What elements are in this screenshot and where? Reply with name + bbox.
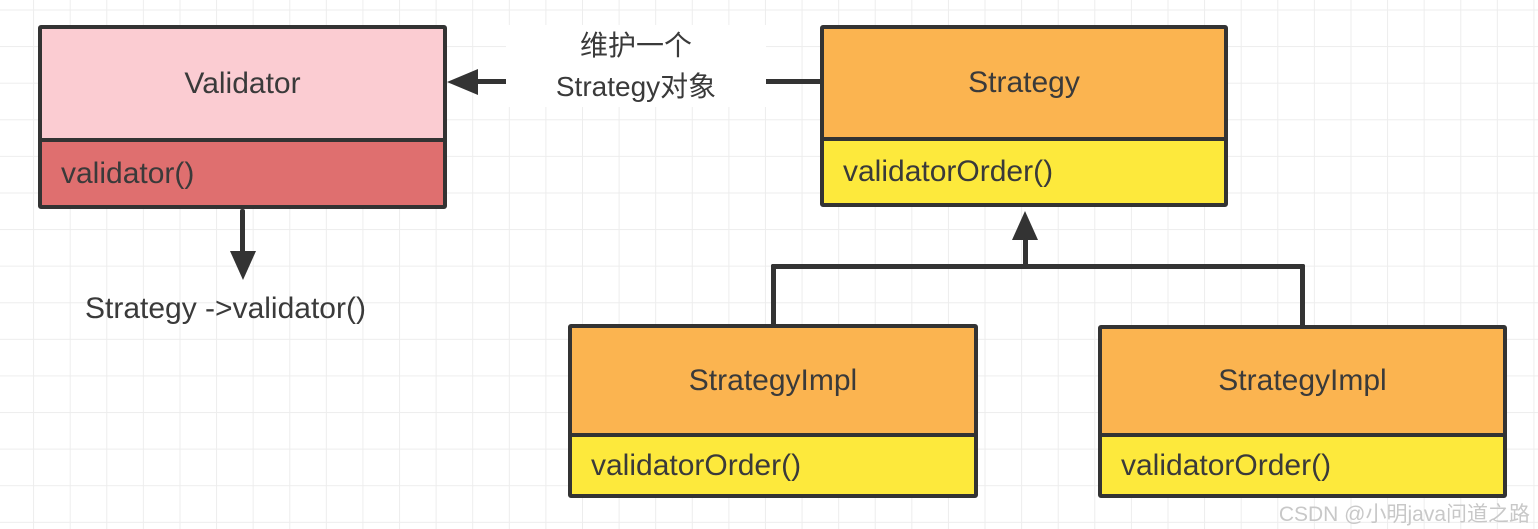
association-label: 维护一个 Strategy对象 [506, 25, 766, 107]
class-method-validator: validator() [42, 142, 443, 205]
call-note: Strategy ->validator() [85, 292, 366, 325]
class-title-strategyimpl-right: StrategyImpl [1102, 329, 1503, 437]
association-label-line1: 维护一个 [579, 30, 692, 61]
watermark: CSDN @小明java问道之路 [1278, 503, 1530, 526]
validator-down-line [240, 209, 245, 253]
class-method-strategyimpl-right: validatorOrder() [1102, 437, 1503, 494]
inheritance-stub-left [771, 264, 776, 326]
inheritance-line-horizontal [771, 264, 1305, 269]
association-label-line2: Strategy对象 [555, 71, 717, 102]
inheritance-stub-up [1023, 238, 1028, 269]
arrowhead-left-icon [447, 69, 478, 95]
inheritance-stub-right [1300, 264, 1305, 328]
class-box-validator: Validator validator() [38, 25, 447, 209]
class-box-strategy: Strategy validatorOrder() [820, 25, 1228, 207]
class-method-strategyimpl-left: validatorOrder() [572, 437, 974, 494]
class-title-strategy: Strategy [824, 29, 1224, 141]
class-title-validator: Validator [42, 29, 443, 142]
class-title-strategyimpl-left: StrategyImpl [572, 328, 974, 437]
arrowhead-down-icon [230, 251, 256, 280]
arrowhead-up-icon [1012, 211, 1038, 240]
class-method-strategy: validatorOrder() [824, 141, 1224, 203]
association-line-right [731, 79, 822, 84]
class-box-strategyimpl-left: StrategyImpl validatorOrder() [568, 324, 978, 498]
class-box-strategyimpl-right: StrategyImpl validatorOrder() [1098, 325, 1507, 498]
